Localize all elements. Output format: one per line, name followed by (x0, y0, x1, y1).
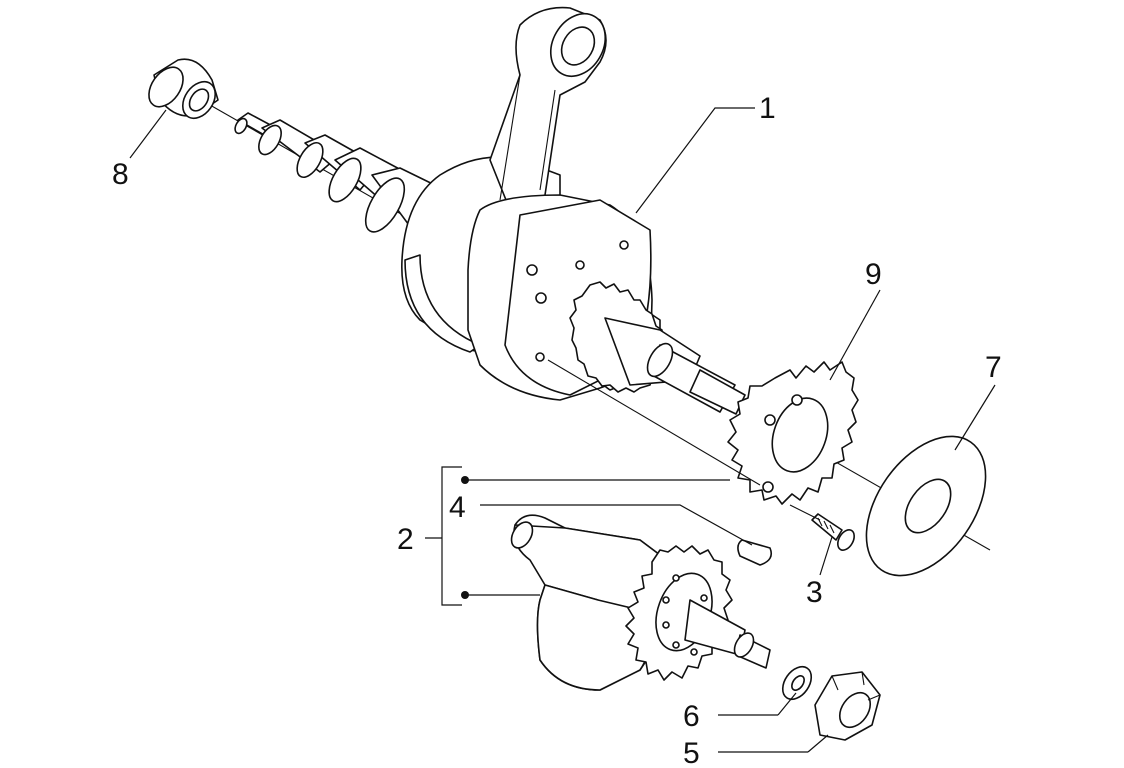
screw (811, 513, 855, 551)
large-sprocket (727, 361, 859, 505)
leader-lines (129, 107, 996, 753)
connecting-rod (489, 6, 607, 211)
crankshaft-assembly (209, 6, 991, 551)
large-washer (865, 435, 987, 577)
woodruff-key (737, 539, 773, 566)
callout-8: 8 (112, 158, 129, 191)
bushing (148, 58, 219, 120)
callout-5: 5 (683, 737, 700, 768)
crankshaft-output-end (569, 281, 746, 415)
crankshaft-shaft (234, 112, 446, 241)
callout-2: 2 (397, 523, 414, 556)
callout-7: 7 (985, 351, 1002, 384)
small-washer (781, 665, 813, 701)
callout-6: 6 (683, 700, 700, 733)
callout-1: 1 (759, 92, 776, 125)
balancer-sprocket (625, 545, 771, 681)
balancer-shaft (510, 514, 661, 691)
callout-9: 9 (865, 258, 882, 291)
callout-4: 4 (449, 491, 466, 524)
hex-nut (814, 671, 881, 741)
callout-3: 3 (806, 576, 823, 609)
